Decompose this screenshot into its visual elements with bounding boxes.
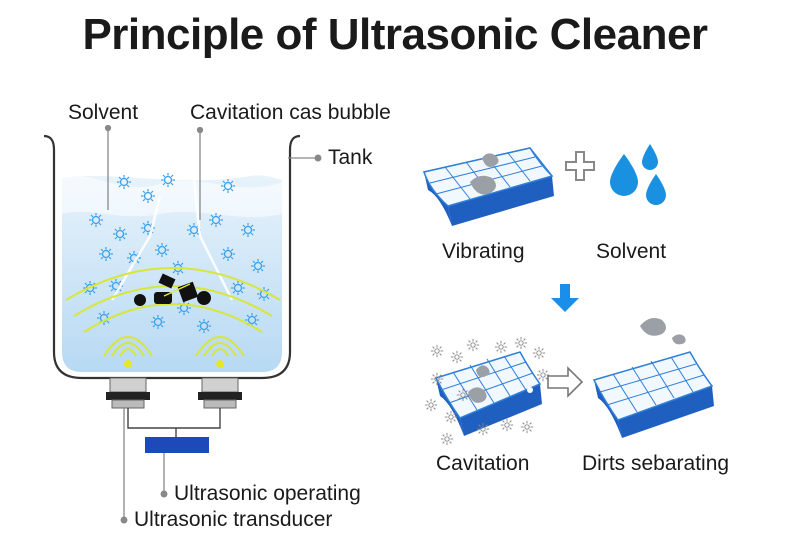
tank-wall <box>43 134 301 380</box>
surface-block-clean <box>592 351 714 438</box>
label-solvent-tank: Solvent <box>68 101 139 124</box>
water-drop-icon <box>610 144 666 205</box>
bubble-streams <box>110 179 234 301</box>
label-ultrasonic-transducer: Ultrasonic transducer <box>134 508 333 531</box>
arrow-down-icon <box>551 284 579 312</box>
transducer-left <box>106 377 150 409</box>
wave-source-right <box>216 360 224 368</box>
tank-water <box>62 175 282 372</box>
tank <box>43 134 301 380</box>
ultrasonic-waves <box>65 267 281 357</box>
page-title: Principle of Ultrasonic Cleaner <box>82 10 708 59</box>
wave-source-left <box>124 360 132 368</box>
leader-lines <box>104 124 322 524</box>
step-label-solvent: Solvent <box>596 240 667 263</box>
label-tank: Tank <box>328 146 373 169</box>
transducer-wiring <box>127 408 221 438</box>
step-label-cavitation: Cavitation <box>436 452 530 475</box>
separated-dirt <box>640 318 686 345</box>
step-label-vibrating: Vibrating <box>442 240 525 263</box>
plus-icon <box>565 151 595 181</box>
ultrasonic-generator <box>145 437 209 453</box>
step-label-dirts-separating: Dirts sebarating <box>582 452 730 475</box>
label-cavitation-bubble: Cavitation cas bubble <box>190 101 391 124</box>
water-surface <box>62 175 282 218</box>
label-ultrasonic-operating: Ultrasonic operating <box>174 482 361 505</box>
transducer-right <box>198 377 242 409</box>
surface-block-vibrating <box>422 147 554 226</box>
surface-block-cavitation <box>434 351 542 436</box>
dirt-particles <box>134 273 211 306</box>
arrow-right-icon <box>547 366 584 398</box>
